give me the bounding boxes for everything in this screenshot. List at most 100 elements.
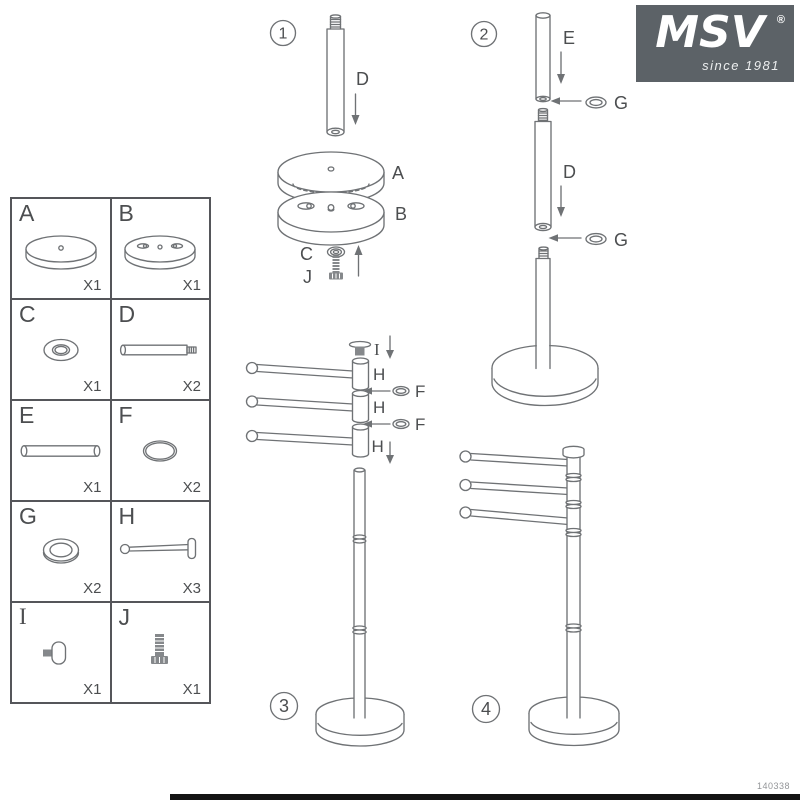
label-h2: H bbox=[373, 398, 385, 417]
step-4-number: 4 bbox=[481, 699, 491, 719]
part-letter: B bbox=[118, 200, 134, 226]
part-qty: X1 bbox=[83, 277, 102, 294]
part-letter: D bbox=[118, 301, 136, 327]
part-h-icon bbox=[120, 537, 197, 559]
base-with-pole bbox=[491, 246, 599, 407]
center-pole bbox=[562, 445, 585, 719]
pole-d bbox=[534, 107, 552, 232]
part-qty: X3 bbox=[182, 580, 201, 597]
arrow-up-icon bbox=[354, 245, 363, 277]
arrow-down-icon bbox=[386, 441, 394, 464]
label-b: B bbox=[395, 204, 407, 224]
part-e-icon bbox=[20, 444, 101, 457]
part-qty: X1 bbox=[83, 378, 102, 395]
step3-assembly: I bbox=[245, 335, 425, 747]
step-1-badge bbox=[269, 19, 297, 47]
part-cell-b: B X1 bbox=[111, 199, 209, 298]
label-c: C bbox=[300, 244, 313, 264]
arrow-down-icon bbox=[557, 51, 565, 84]
part-cell-a: A X1 bbox=[12, 199, 110, 298]
step2-assembly: 2 E G bbox=[470, 12, 628, 407]
brand-tagline: since 1981 bbox=[702, 58, 780, 73]
label-i: I bbox=[374, 340, 380, 359]
ring-g-lower bbox=[585, 232, 607, 246]
footer-bar bbox=[170, 794, 800, 800]
part-qty: X1 bbox=[182, 681, 201, 698]
step-3-badge bbox=[269, 691, 299, 721]
ring-f-lower bbox=[392, 418, 410, 430]
step-3-number: 3 bbox=[279, 696, 289, 716]
arrow-left-icon bbox=[363, 387, 391, 395]
part-i-icon bbox=[42, 640, 66, 665]
top-cap-i bbox=[348, 340, 372, 356]
label-e: E bbox=[563, 28, 575, 48]
arrow-down-icon bbox=[386, 335, 394, 359]
item-code: 140338 bbox=[756, 781, 790, 791]
towel-arms bbox=[459, 450, 569, 526]
parts-table: A X1 B X1 C bbox=[10, 197, 211, 704]
part-cell-h: H X3 bbox=[111, 502, 209, 601]
towel-arms-h bbox=[245, 361, 354, 446]
label-d: D bbox=[563, 162, 576, 182]
label-f2: F bbox=[415, 415, 425, 434]
part-letter: F bbox=[118, 402, 133, 428]
part-cell-e: E X1 bbox=[12, 401, 110, 500]
part-a-icon bbox=[25, 234, 97, 270]
step-4-badge bbox=[471, 694, 501, 724]
pole-e bbox=[535, 12, 551, 103]
part-letter: A bbox=[19, 200, 35, 226]
center-pole bbox=[352, 467, 367, 719]
part-letter: I bbox=[19, 604, 27, 629]
part-f-icon bbox=[143, 439, 178, 462]
step-2-badge bbox=[470, 20, 498, 48]
label-g-upper: G bbox=[614, 93, 628, 113]
part-qty: X2 bbox=[182, 378, 201, 395]
part-b-icon bbox=[124, 234, 196, 270]
part-cell-g: G X2 bbox=[12, 502, 110, 601]
arrow-down-icon bbox=[557, 185, 565, 217]
part-cell-d: D X2 bbox=[111, 300, 209, 399]
step1-assembly: 1 D A bbox=[269, 14, 407, 287]
ring-g-upper bbox=[585, 96, 607, 109]
label-d: D bbox=[356, 69, 369, 89]
brand-name: MSV bbox=[655, 7, 765, 58]
arrow-left-icon bbox=[550, 97, 582, 105]
label-h1: H bbox=[373, 365, 385, 384]
label-j: J bbox=[303, 267, 312, 287]
step-1-number: 1 bbox=[279, 26, 288, 43]
label-f1: F bbox=[415, 382, 425, 401]
part-letter: C bbox=[19, 301, 36, 327]
part-qty: X2 bbox=[182, 479, 201, 496]
label-a: A bbox=[392, 163, 404, 183]
arrow-down-icon bbox=[351, 93, 360, 125]
ring-f-upper bbox=[392, 385, 410, 397]
arrow-left-icon bbox=[363, 420, 391, 428]
pole-d bbox=[326, 14, 345, 137]
label-g-lower: G bbox=[614, 230, 628, 250]
part-cell-i: I X1 bbox=[12, 603, 110, 702]
arrow-left-icon bbox=[548, 234, 582, 242]
bolt-j bbox=[329, 255, 343, 280]
part-letter: H bbox=[118, 503, 136, 529]
part-d-icon bbox=[120, 344, 197, 355]
step4-assembly: 4 bbox=[459, 445, 620, 747]
part-qty: X1 bbox=[83, 479, 102, 496]
part-cell-c: C X1 bbox=[12, 300, 110, 399]
part-qty: X1 bbox=[83, 681, 102, 698]
part-qty: X1 bbox=[182, 277, 201, 294]
base bbox=[315, 697, 405, 747]
part-g-icon bbox=[42, 537, 79, 564]
registered-mark: ® bbox=[776, 14, 785, 26]
part-letter: J bbox=[118, 604, 131, 630]
part-cell-j: J X1 bbox=[111, 603, 209, 702]
part-j-icon bbox=[151, 633, 169, 664]
part-qty: X2 bbox=[83, 580, 102, 597]
arm-sleeves bbox=[351, 357, 370, 458]
plate-b bbox=[277, 191, 385, 246]
part-letter: E bbox=[19, 402, 35, 428]
label-h3: H bbox=[372, 437, 384, 456]
part-c-icon bbox=[43, 338, 79, 361]
part-letter: G bbox=[19, 503, 37, 529]
